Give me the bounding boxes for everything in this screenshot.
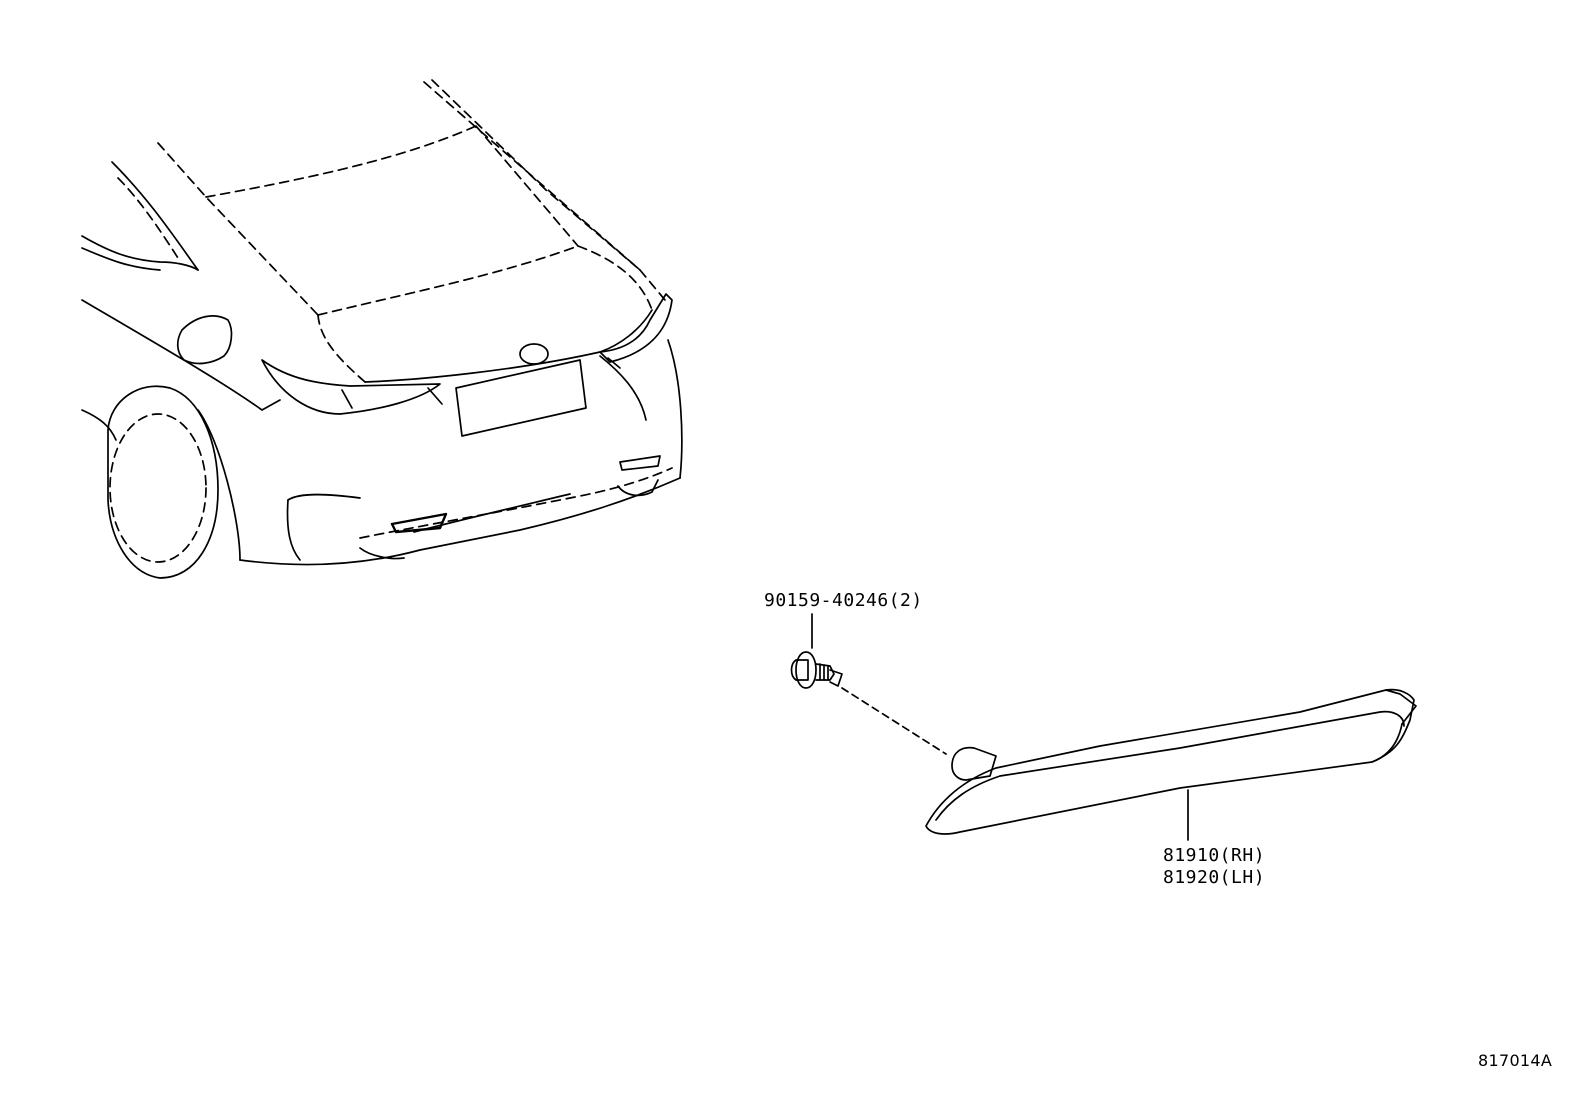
reflector-mounting-boss — [951, 746, 997, 781]
license-plate — [455, 359, 587, 437]
vehicle-rear-bumper — [239, 339, 683, 566]
vehicle-emblem — [519, 343, 549, 365]
reflector-lh-part-number-label: 81920(LH) — [1163, 867, 1266, 888]
bolt-part-number-label: 90159-40246(2) — [764, 590, 923, 611]
vehicle-rear-illustration — [81, 79, 683, 579]
vehicle-side-window — [81, 161, 199, 271]
reflector-part — [925, 688, 1417, 841]
vehicle-reflector-right — [619, 455, 661, 471]
reflector-body — [925, 688, 1415, 835]
vehicle-reflector-left — [390, 512, 448, 534]
vehicle-trunk — [317, 245, 653, 437]
reflector-rh-part-number-label: 81910(RH) — [1163, 845, 1266, 866]
bolt-shank — [815, 663, 835, 681]
bolt-assembly-line — [841, 687, 947, 755]
vehicle-exhaust — [617, 479, 659, 497]
vehicle-body-line — [81, 299, 281, 411]
bolt-part — [790, 613, 947, 755]
vehicle-fuel-door — [176, 315, 233, 365]
vehicle-rear-wheel — [107, 385, 241, 579]
vehicle-tail-lamps — [261, 293, 673, 415]
vehicle-side-sill — [81, 409, 117, 441]
bolt-head — [790, 659, 809, 681]
illustration-code-label: 817014A — [1478, 1051, 1553, 1070]
vehicle-rear-window — [157, 79, 666, 316]
